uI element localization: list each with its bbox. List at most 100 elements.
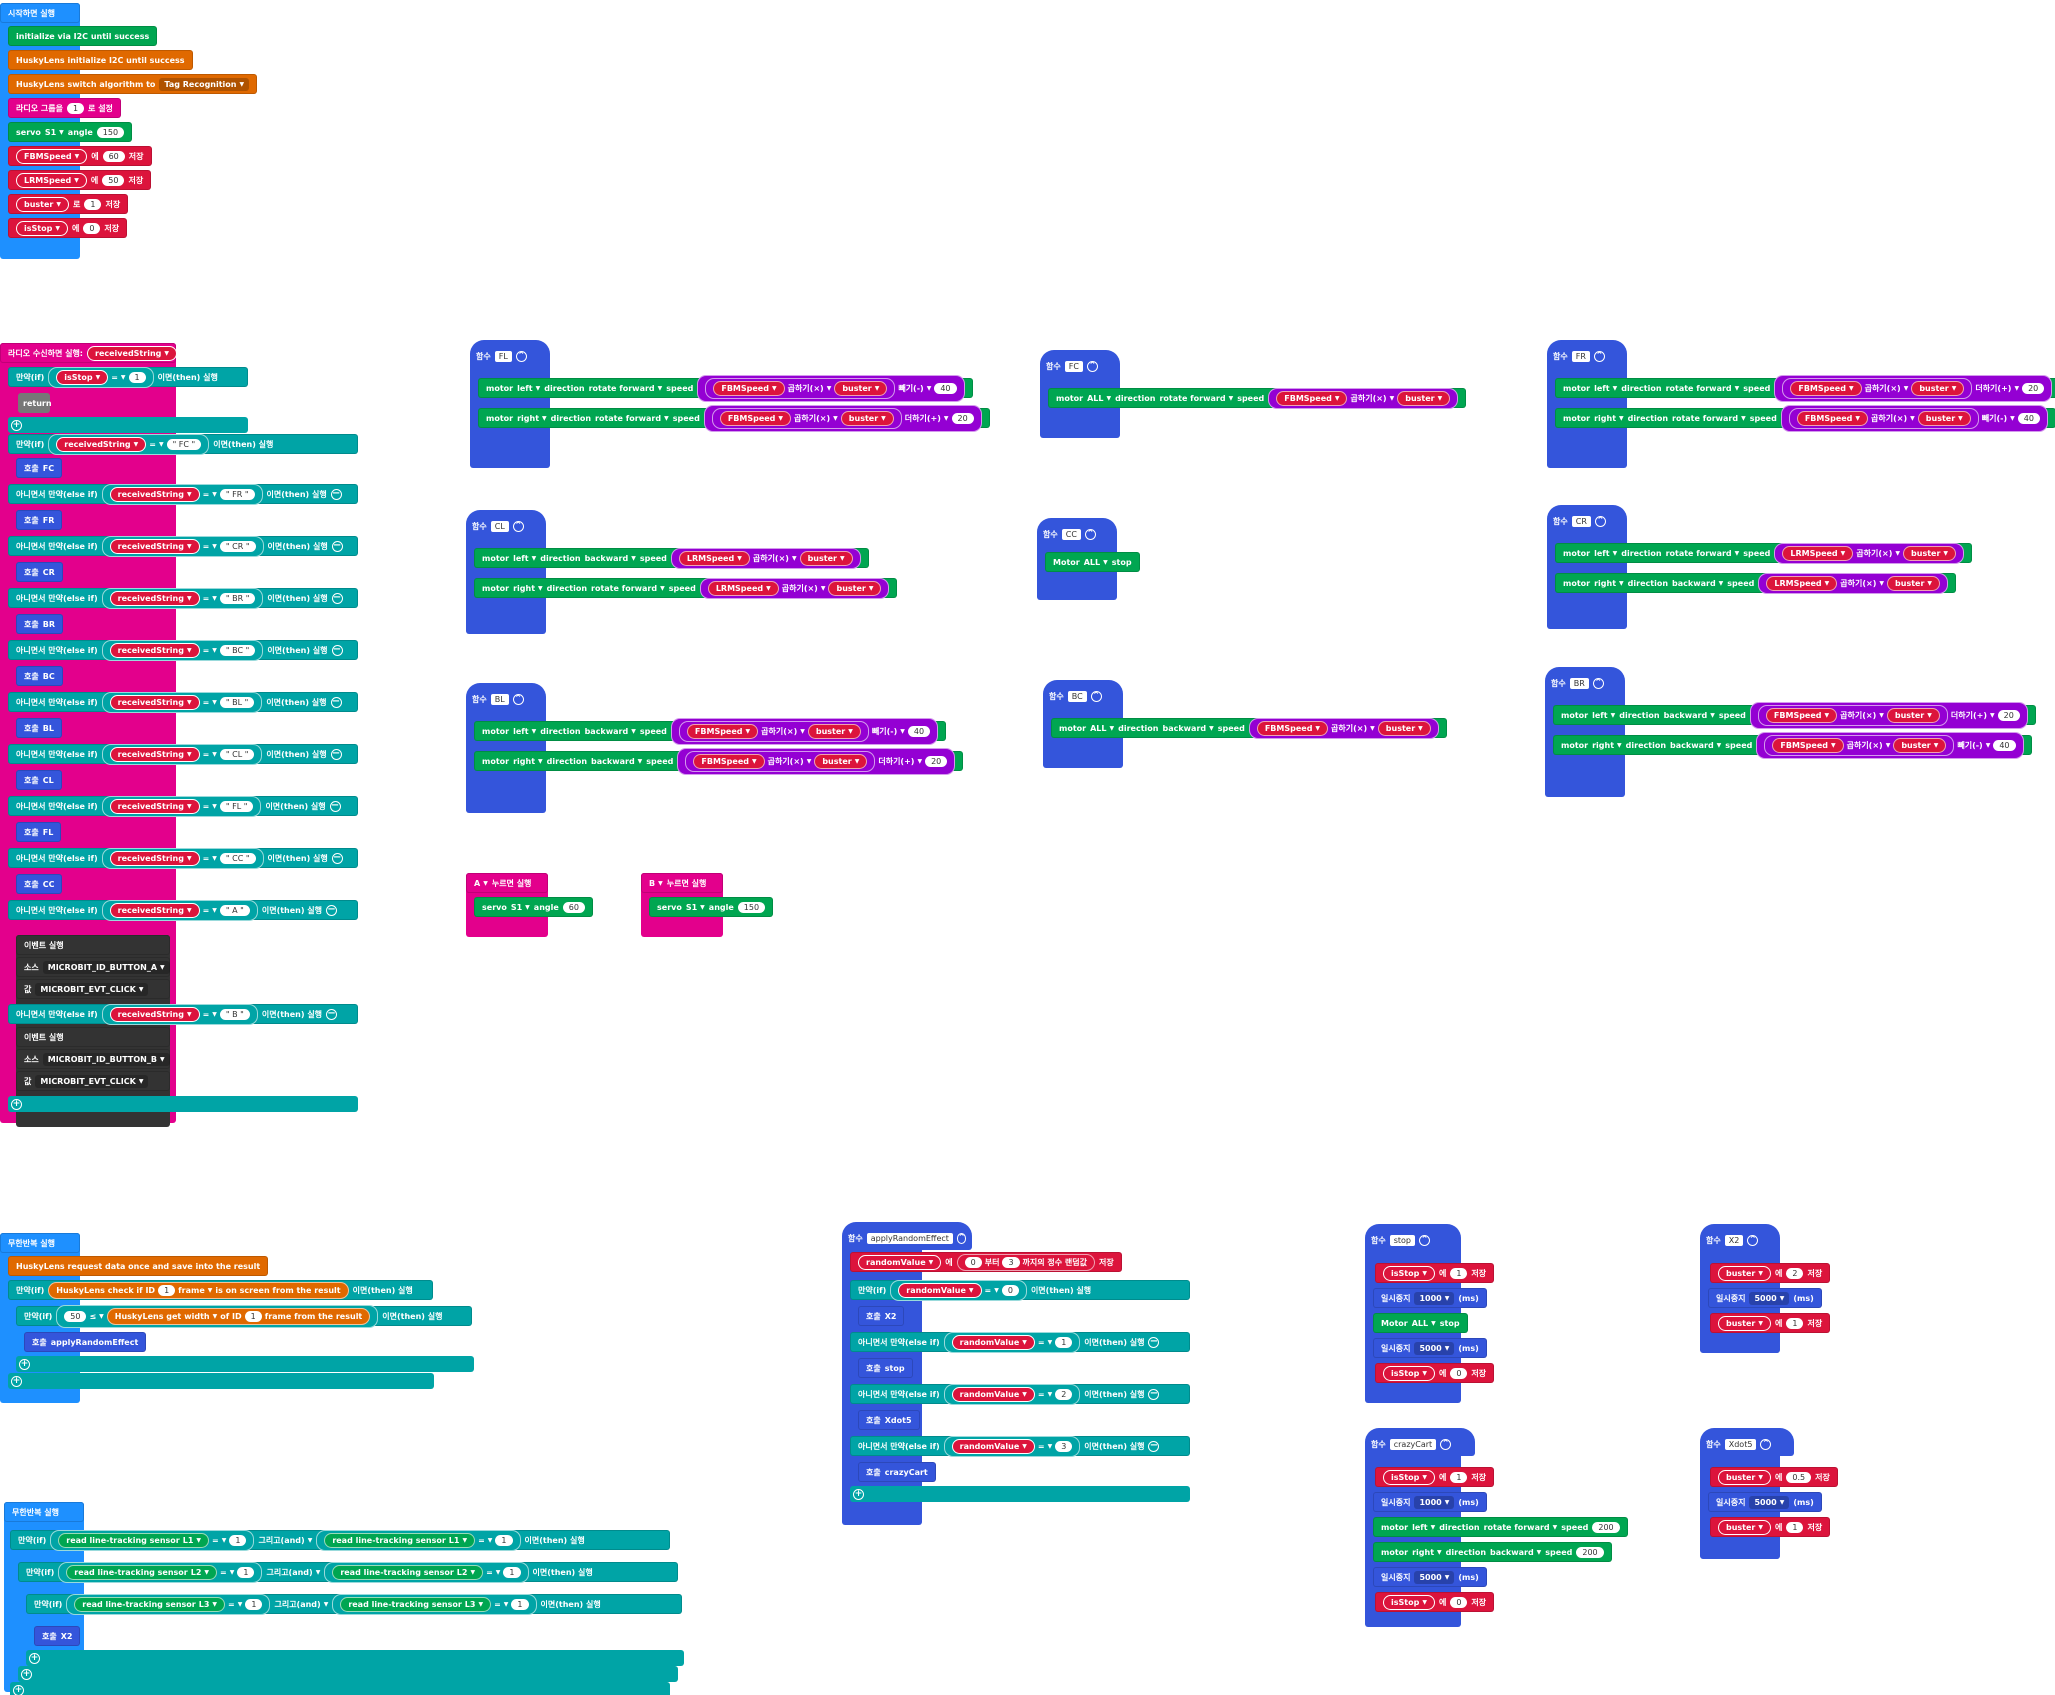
forever-hat[interactable]: 무한반복 실행 — [4, 1502, 84, 1522]
remove-branch-icon[interactable]: − — [326, 1008, 338, 1020]
variable-dropdown[interactable]: receivedString▼ — [109, 590, 200, 606]
number-input[interactable]: 0 — [1450, 1367, 1468, 1379]
collapse-icon[interactable]: ⌃ — [1090, 691, 1102, 702]
operator-dropdown[interactable]: =▼ — [149, 440, 163, 449]
dropdown[interactable]: S1▼ — [511, 903, 530, 912]
function-name-field[interactable]: BR — [1569, 678, 1589, 689]
operator-dropdown[interactable]: =▼ — [203, 802, 217, 811]
dropdown-field[interactable]: MICROBIT_ID_BUTTON_A▼ — [42, 960, 170, 974]
function-name-field[interactable]: CC — [1061, 529, 1081, 540]
number-input[interactable]: 0 — [1450, 1596, 1468, 1608]
dropdown[interactable]: buster▼ — [836, 584, 873, 593]
operator-dropdown[interactable]: 더하기(+)▼ — [878, 756, 922, 767]
variable-dropdown[interactable]: isStop▼ — [16, 220, 68, 236]
number-input[interactable]: 2 — [1055, 1388, 1073, 1400]
function-name-field[interactable]: BL — [490, 694, 509, 705]
variable-dropdown[interactable]: receivedString▼ — [109, 538, 200, 554]
collapse-icon[interactable]: ⌃ — [1747, 1235, 1759, 1246]
function-name-field[interactable]: FL — [494, 351, 512, 362]
dropdown-field[interactable]: MICROBIT_EVT_CLICK▼ — [35, 982, 149, 996]
remove-branch-icon[interactable]: − — [1148, 1336, 1160, 1348]
dropdown[interactable]: rotate forward▼ — [1484, 1523, 1558, 1532]
dropdown[interactable]: left▼ — [1594, 384, 1617, 393]
function-name-field[interactable]: FC — [1064, 361, 1083, 372]
number-input[interactable]: 40 — [907, 725, 931, 737]
string-input[interactable]: " CC " — [219, 852, 256, 864]
variable-dropdown[interactable]: buster▼ — [1718, 1469, 1772, 1485]
dropdown[interactable]: LRMSpeed▼ — [1790, 549, 1845, 558]
dropdown[interactable]: right▼ — [1594, 414, 1624, 423]
operator-dropdown[interactable]: 곱하기(×)▼ — [1350, 393, 1394, 404]
number-input[interactable]: 20 — [925, 755, 948, 767]
button-b-event[interactable]: B▼누르면 실행 — [641, 873, 723, 893]
dropdown[interactable]: L2▼ — [191, 1568, 209, 1577]
variable-dropdown[interactable]: randomValue▼ — [951, 1438, 1035, 1454]
add-branch-icon[interactable]: + — [11, 1375, 22, 1387]
number-input[interactable]: 1 — [1450, 1267, 1468, 1279]
variable-dropdown[interactable]: randomValue▼ — [898, 1282, 982, 1298]
string-input[interactable]: " BL " — [219, 696, 255, 708]
number-input[interactable]: 200 — [1592, 1521, 1620, 1533]
remove-branch-icon[interactable]: − — [326, 904, 338, 916]
variable-dropdown[interactable]: buster▼ — [16, 196, 70, 212]
variable-dropdown[interactable]: randomValue▼ — [951, 1334, 1035, 1350]
radio-received-hat[interactable]: 라디오 수신하면 실행:receivedString▼ — [0, 343, 177, 363]
operator-dropdown[interactable]: =▼ — [203, 490, 217, 499]
dropdown[interactable]: FBMSpeed▼ — [1774, 711, 1829, 720]
variable-dropdown[interactable]: isStop▼ — [56, 369, 109, 385]
collapse-icon[interactable]: ⌃ — [1440, 1439, 1452, 1450]
else-if-block[interactable]: 아니면서 만약(else if)receivedString▼=▼" BR "이… — [8, 587, 358, 609]
number-input[interactable]: 20 — [1997, 709, 2020, 721]
dropdown[interactable]: left▼ — [1592, 711, 1615, 720]
dropdown[interactable]: buster▼ — [808, 554, 845, 563]
operator-dropdown[interactable]: 곱하기(×)▼ — [1847, 740, 1891, 751]
number-input[interactable]: 1 — [1055, 1336, 1073, 1348]
dropdown[interactable]: rotate forward▼ — [595, 414, 669, 423]
number-input[interactable]: 0.5 — [1786, 1471, 1812, 1483]
dropdown-field[interactable]: 5000▼ — [1414, 1341, 1455, 1355]
dropdown[interactable]: buster▼ — [822, 757, 859, 766]
dropdown[interactable]: FBMSpeed▼ — [1265, 724, 1320, 733]
number-input[interactable]: 1 — [1450, 1471, 1468, 1483]
dropdown[interactable]: FBMSpeed▼ — [721, 384, 776, 393]
number-input[interactable]: 2 — [1786, 1267, 1804, 1279]
variable-dropdown[interactable]: receivedString▼ — [87, 345, 177, 361]
dropdown[interactable]: FBMSpeed▼ — [1284, 394, 1339, 403]
operator-dropdown[interactable]: =▼ — [220, 1568, 234, 1577]
string-input[interactable]: " BC " — [219, 644, 256, 656]
number-input[interactable]: 0 — [964, 1256, 982, 1268]
number-input[interactable]: 60 — [102, 150, 125, 162]
dropdown[interactable]: FBMSpeed▼ — [1798, 384, 1853, 393]
function-name-field[interactable]: Xdot5 — [1724, 1439, 1757, 1450]
function-name-field[interactable]: BC — [1067, 691, 1087, 702]
